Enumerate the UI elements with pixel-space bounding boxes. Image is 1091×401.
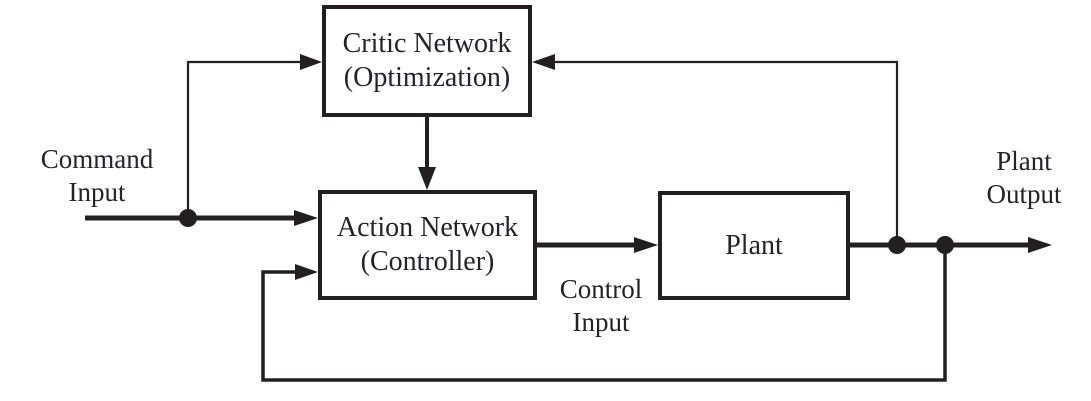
control-input-label-line1: Control [559,274,643,304]
action-to-plant-arrow [537,237,658,253]
critic-network-box: Critic Network (Optimization) [322,5,532,117]
plant-output-label-line1: Plant [996,146,1052,176]
output-to-critic-feedback-line [532,54,899,245]
output-to-action-feedback-line [261,245,947,382]
command-input-label: Command Input [22,143,172,209]
command-input-label-line1: Command [40,144,154,174]
plant-label: Plant [725,229,783,261]
action-network-box: Action Network (Controller) [318,190,537,300]
control-input-label-line2: Input [572,307,630,337]
plant-box: Plant [658,191,850,300]
control-input-label: Control Input [538,273,664,339]
command-input-label-line2: Input [68,177,126,207]
action-network-label-line1: Action Network [336,212,519,243]
plant-output-label: Plant Output [956,145,1091,211]
command-to-critic-line [186,54,322,218]
critic-network-label-line1: Critic Network [342,28,512,59]
critic-to-action-arrow [418,117,436,190]
plant-output-label-line2: Output [986,179,1062,209]
action-network-label-line2: (Controller) [360,246,495,277]
critic-network-label-line2: (Optimization) [343,62,511,93]
command-input-arrow [85,210,318,226]
